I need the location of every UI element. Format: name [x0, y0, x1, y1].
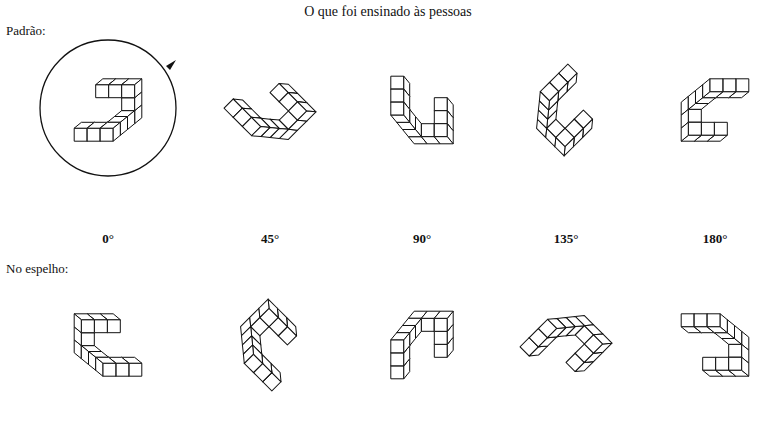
cube-face [551, 138, 569, 156]
cube-face [397, 122, 416, 129]
cube-face [729, 357, 742, 370]
cube-face [122, 85, 135, 98]
cube-face [81, 333, 94, 346]
cube-face [252, 122, 270, 140]
standard-figure [520, 64, 612, 156]
cube-face [87, 128, 100, 141]
cube-face [391, 89, 404, 102]
cube-face [89, 352, 96, 371]
standard-figure [391, 76, 453, 144]
cube-face [421, 124, 434, 137]
cube-face [135, 79, 142, 98]
cube-face [701, 122, 714, 135]
cube-face [100, 128, 113, 141]
angle-label: 0° [102, 232, 114, 246]
cube-face [298, 107, 316, 125]
cube-face [434, 311, 453, 318]
cube-face [391, 333, 410, 340]
cube-face [736, 79, 749, 92]
cube-face [694, 314, 707, 327]
cube-face [94, 320, 107, 333]
cube-face [391, 76, 404, 89]
cube-face [128, 111, 135, 130]
cube-face [397, 326, 416, 333]
cube-face [434, 111, 447, 124]
cube-face [74, 128, 87, 141]
mirror-figure [681, 314, 749, 376]
angle-label: 180° [703, 232, 728, 246]
cube-face [103, 363, 116, 376]
cube-face [391, 366, 404, 379]
cube-face [391, 115, 410, 122]
cube-face [434, 318, 447, 331]
cube-face [434, 137, 453, 144]
mirror-figure [520, 299, 612, 391]
figure-group [74, 64, 749, 391]
cube-face [707, 314, 720, 327]
cube-face [729, 344, 742, 357]
cube-face [81, 320, 94, 333]
angle-label: 90° [413, 232, 431, 246]
cube-face [434, 344, 447, 357]
cube-face [703, 357, 716, 370]
cube-face [96, 85, 109, 98]
mirror-figure [224, 299, 316, 391]
cube-face [109, 85, 122, 98]
cube-face [703, 79, 710, 98]
cube-face [434, 331, 447, 344]
cube-face [129, 363, 142, 376]
cube-face [548, 314, 566, 332]
cube-face [723, 79, 736, 92]
cube-face [107, 320, 120, 333]
row-label: No espelho: [6, 262, 68, 276]
cube-face [122, 98, 135, 111]
row-label: Padrão: [6, 24, 46, 38]
cube-face [434, 98, 447, 111]
cube-face [681, 314, 694, 327]
cube-face [403, 318, 422, 325]
cube-face [714, 122, 727, 135]
cube-face [116, 363, 129, 376]
angle-label: 135° [554, 232, 579, 246]
angle-label: 45° [261, 232, 279, 246]
mirror-figure [391, 311, 453, 379]
highlight-circle [40, 40, 176, 176]
cube-face [391, 102, 404, 115]
cube-face [688, 122, 701, 135]
cube-face [96, 357, 103, 376]
cube-face [742, 357, 749, 376]
cube-face [255, 299, 273, 317]
cube-face [120, 117, 127, 136]
cube-face [735, 326, 742, 345]
mirror-figure [74, 314, 142, 376]
standard-figure [224, 64, 316, 156]
cube-face [681, 122, 688, 141]
standard-figure [74, 79, 142, 141]
cube-face [688, 109, 701, 122]
cube-face [403, 130, 422, 137]
cube-face [716, 357, 729, 370]
cube-face [74, 314, 81, 333]
cube-face [391, 340, 404, 353]
cube-face [434, 124, 447, 137]
cube-face [710, 79, 723, 92]
standard-figure [681, 79, 749, 141]
cube-face [727, 320, 734, 339]
cube-face [239, 345, 257, 363]
cube-face [720, 314, 727, 333]
cube-face [535, 92, 553, 110]
cube-face [688, 91, 695, 110]
cube-face [696, 85, 703, 104]
arrow-mark [166, 60, 176, 70]
title: O que foi ensinado às pessoas [304, 4, 472, 19]
cube-face [391, 353, 404, 366]
cube-face [421, 318, 434, 331]
cube-face [594, 330, 612, 348]
cube-face [81, 346, 88, 365]
cube-face [113, 122, 120, 141]
